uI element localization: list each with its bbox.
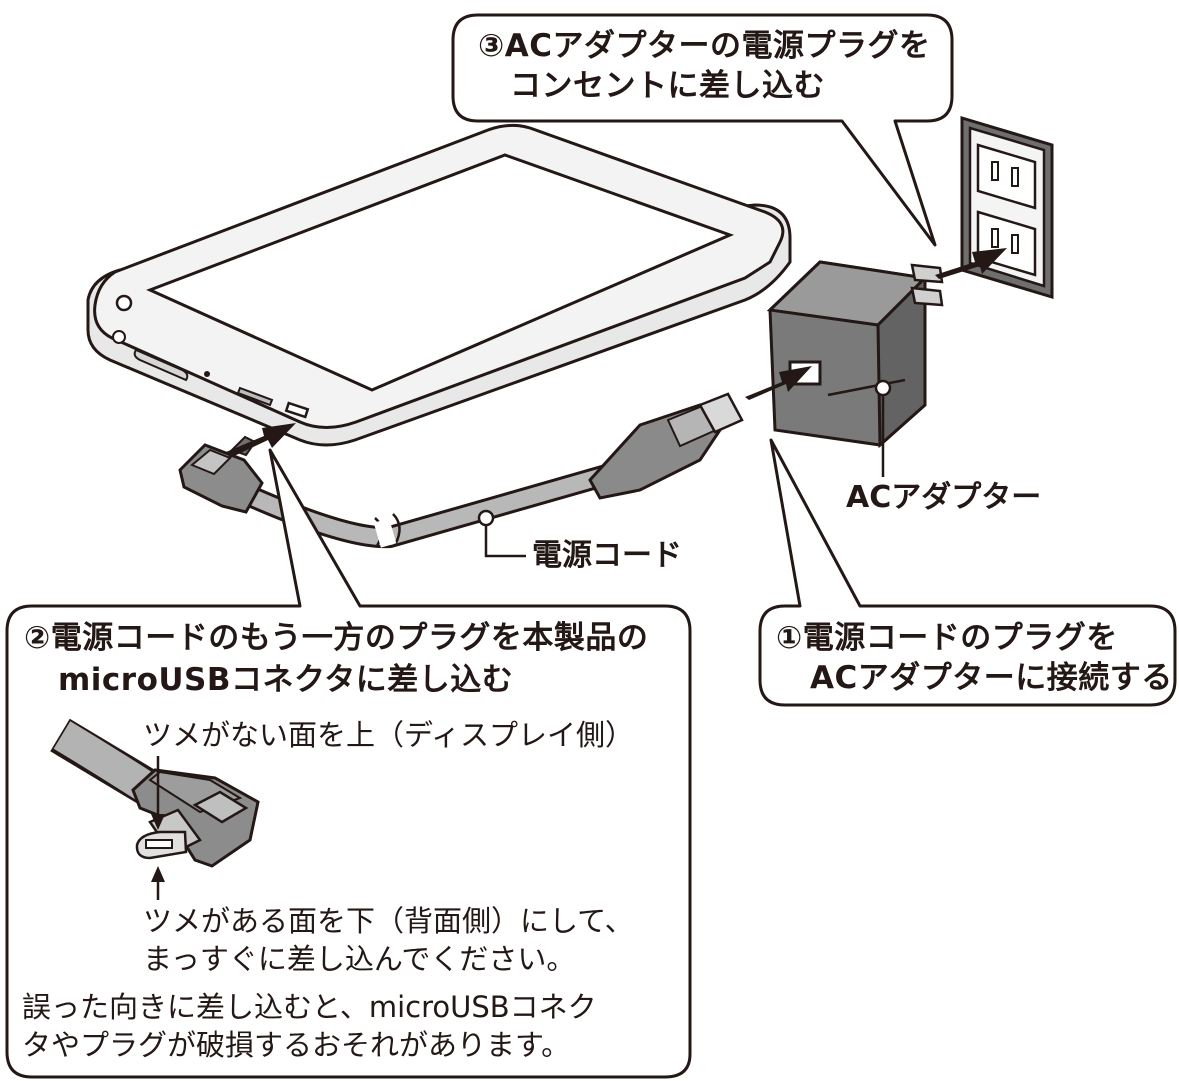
warning-line2: タやプラグが破損するおそれがあります。 xyxy=(22,1028,571,1062)
ac-adapter xyxy=(766,260,944,477)
arrow-adapter xyxy=(745,366,812,400)
callout-step1-box xyxy=(758,438,1177,707)
step1-line2: ACアダプターに接続する xyxy=(810,660,1173,696)
power-cord-leader xyxy=(477,509,526,558)
callout-step3-box xyxy=(451,13,954,247)
note-bottom-side-line1: ツメがある面を下（背面側）にして、 xyxy=(143,904,634,938)
note-top-side: ツメがない面を上（ディスプレイ側） xyxy=(143,718,634,752)
callout-step2-box xyxy=(5,448,692,1079)
insert-arrows xyxy=(226,248,1007,458)
arrow-outlet xyxy=(935,248,1007,279)
microusb-port xyxy=(284,401,310,419)
step3-line2: コンセントに差し込む xyxy=(510,68,825,104)
socket-upper xyxy=(976,143,1037,210)
power-cord xyxy=(178,392,744,549)
wall-outlet xyxy=(960,115,1054,300)
tablet xyxy=(86,123,792,447)
volume-button xyxy=(133,348,189,382)
arrow-microusb xyxy=(226,423,296,458)
step2-line1: ②電源コードのもう一方のプラグを本製品の xyxy=(24,620,649,656)
prong-upper xyxy=(910,263,944,284)
step1-line1: ①電源コードのプラグを xyxy=(776,620,1118,656)
note-bottom-side-line2: まっすぐに差し込んでください。 xyxy=(143,942,576,976)
card-slot xyxy=(236,386,274,407)
ac-adapter-label: ACアダプター xyxy=(846,480,1042,515)
camera-lens xyxy=(115,294,133,312)
warning-line1: 誤った向きに差し込むと、microUSBコネク xyxy=(22,990,597,1024)
step2-line2: microUSBコネクタに差し込む xyxy=(58,662,514,698)
connector-detail xyxy=(50,718,260,900)
power-cord-label: 電源コード xyxy=(532,538,682,573)
prong-lower xyxy=(910,286,944,307)
step3-line1: ③ACアダプターの電源プラグを xyxy=(478,28,931,64)
